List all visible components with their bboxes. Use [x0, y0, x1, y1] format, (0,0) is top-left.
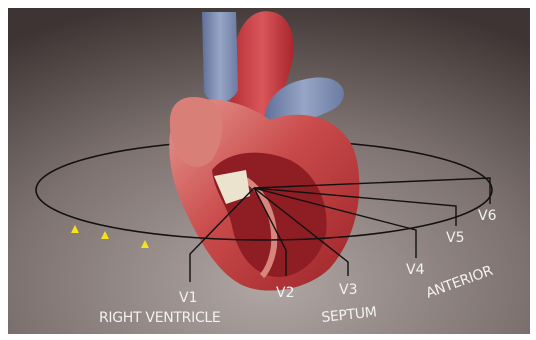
right-ventricle-label: RIGHT VENTRICLE — [99, 310, 220, 326]
lead-label-v3: V3 — [339, 282, 357, 298]
lead-label-v2: V2 — [276, 285, 294, 301]
lead-label-v1: V1 — [179, 290, 197, 306]
superior-vena-cava — [202, 12, 238, 102]
lead-label-v4: V4 — [406, 262, 425, 278]
lead-label-v5: V5 — [446, 230, 464, 246]
lead-label-v6: V6 — [478, 208, 497, 224]
